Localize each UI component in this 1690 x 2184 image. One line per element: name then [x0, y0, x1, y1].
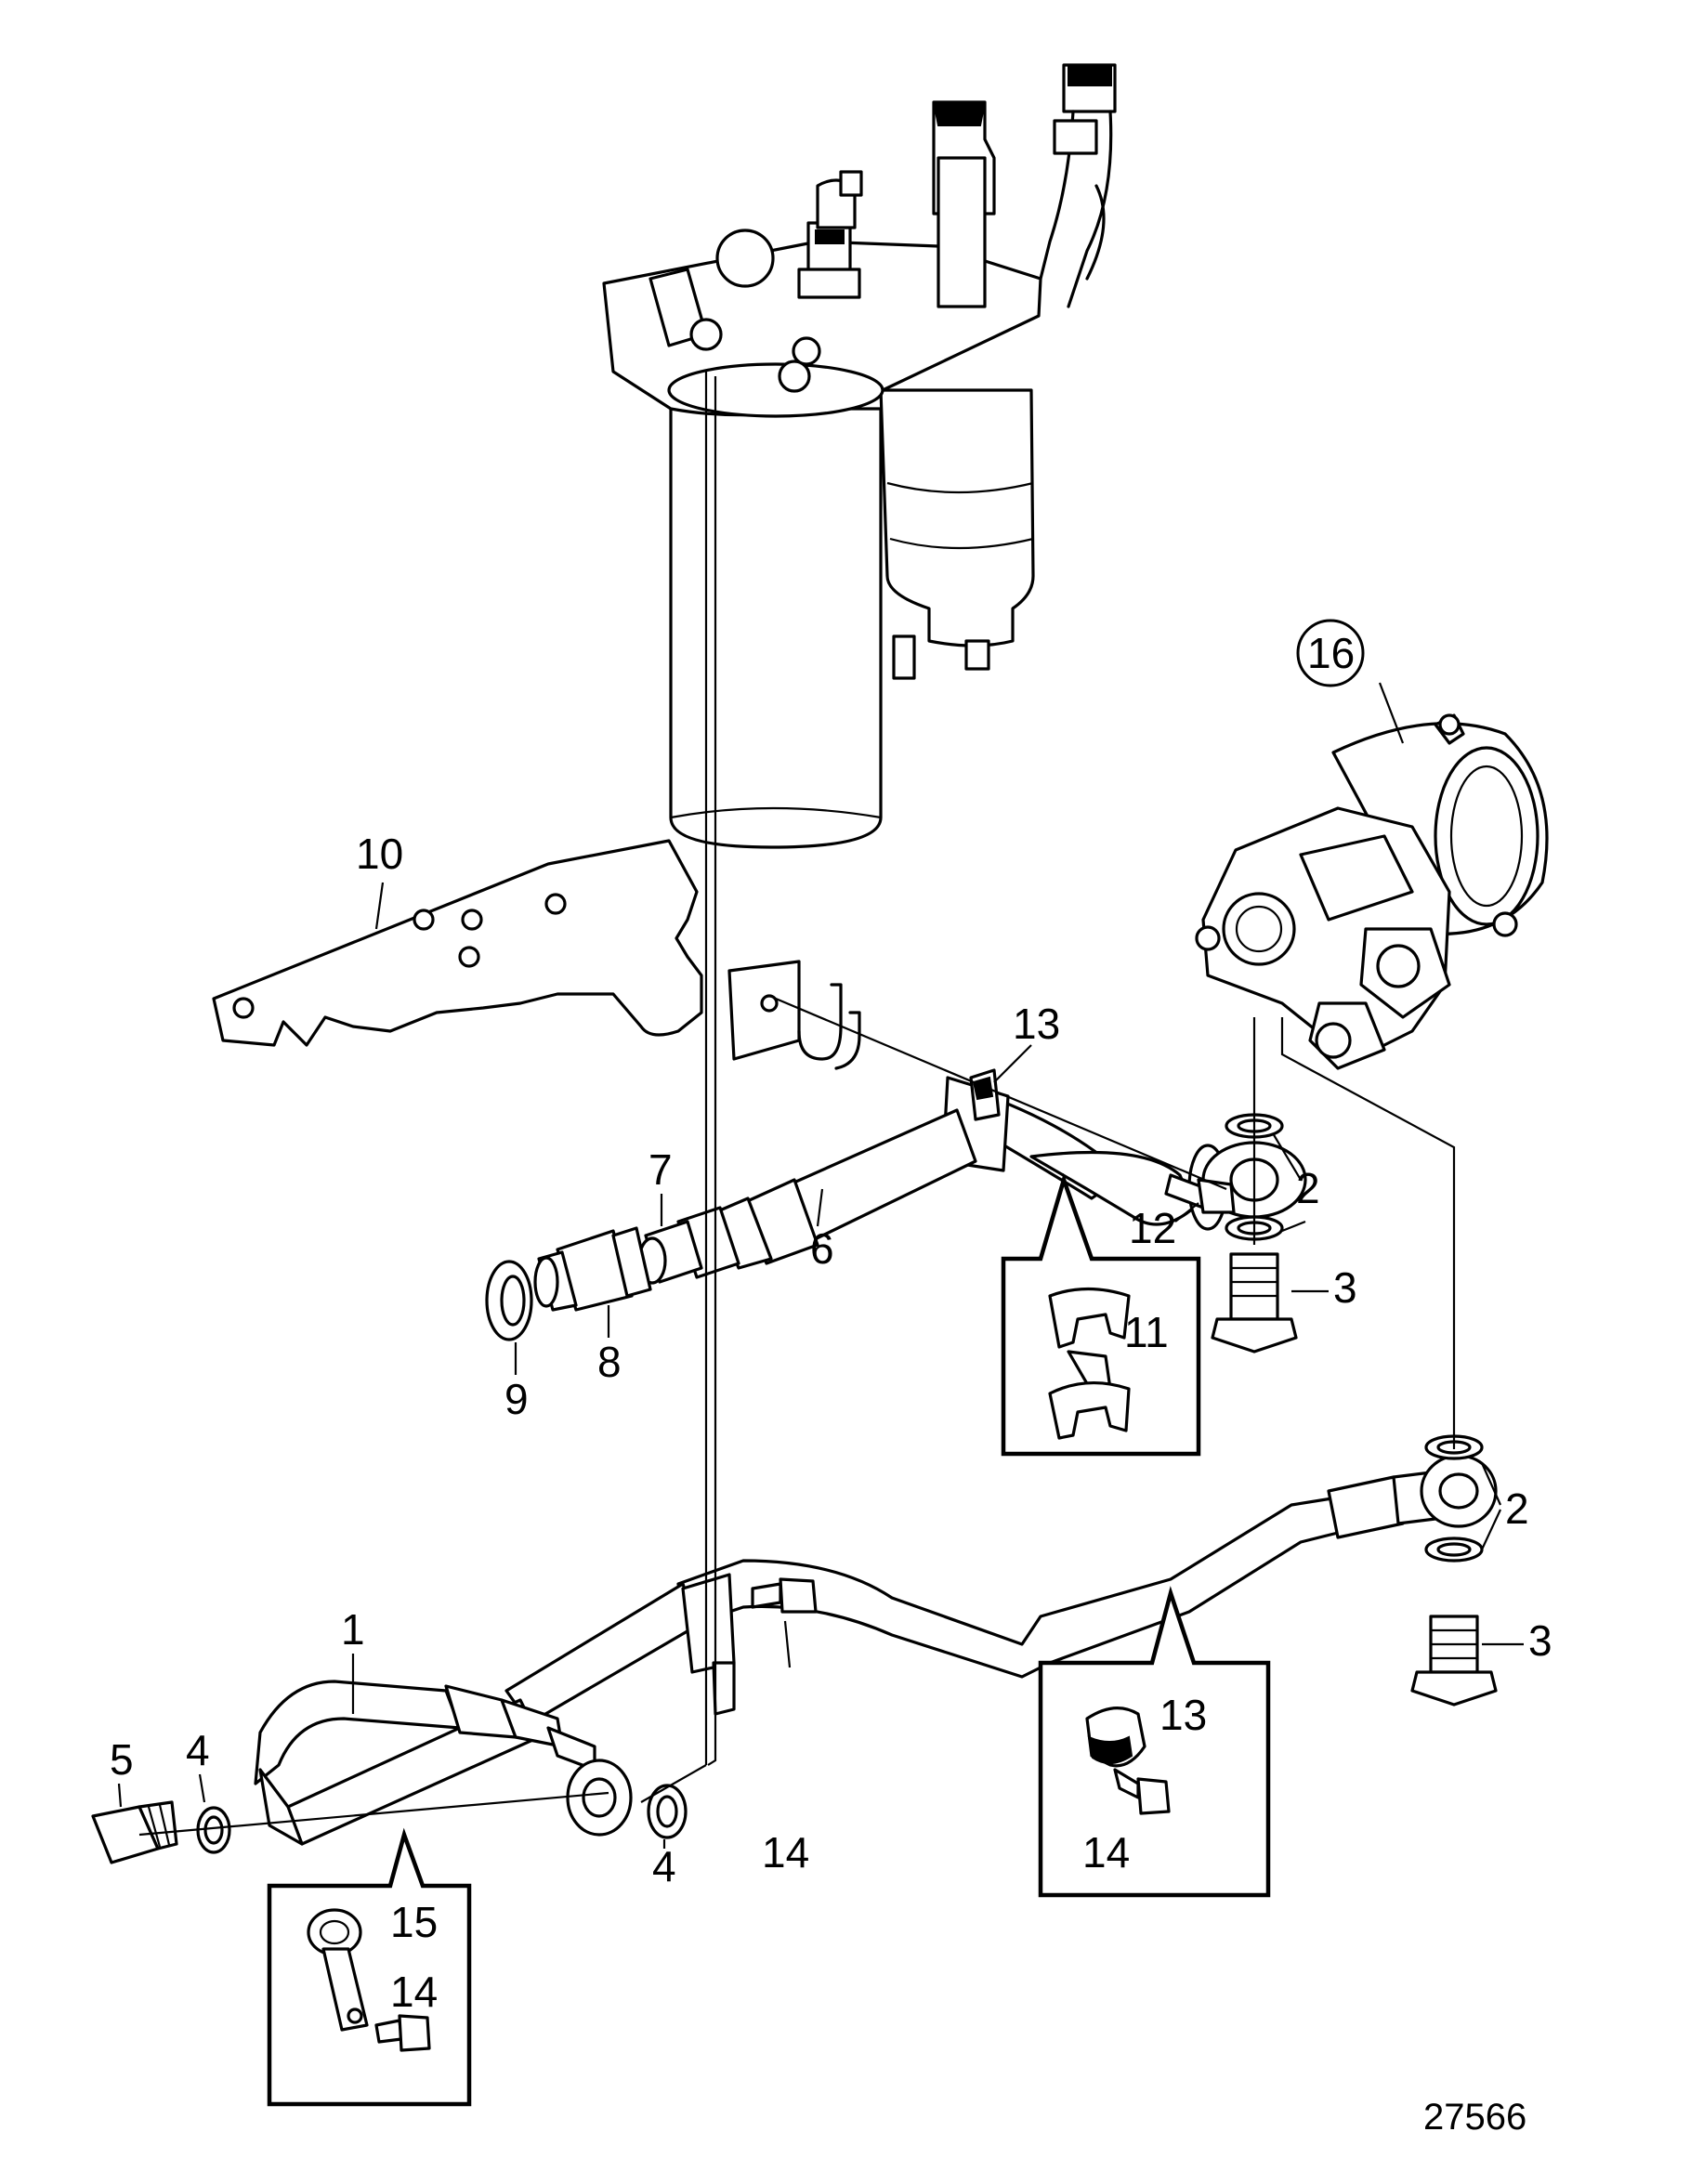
callout-8: 8 [597, 1338, 622, 1386]
callout-2-upper: 2 [1296, 1164, 1320, 1212]
detail-box-15-14 [267, 1827, 472, 2107]
leader-lines [117, 682, 1524, 1849]
callout-7: 7 [648, 1145, 673, 1194]
sealing-washer-9 [485, 1260, 533, 1341]
callout-3-lower: 3 [1528, 1616, 1552, 1665]
callout-5: 5 [110, 1735, 134, 1784]
callout-14-detail-left: 14 [390, 1968, 438, 2016]
callout-labels: 1 2 2 3 3 4 4 5 6 7 8 9 10 11 12 13 13 1… [110, 619, 1552, 2016]
callout-2-lower: 2 [1505, 1484, 1529, 1533]
detail-box-11 [1001, 1172, 1201, 1457]
callout-10: 10 [356, 830, 403, 878]
bolt-14-middle [751, 1577, 818, 1614]
callout-13-upper: 13 [1013, 1000, 1060, 1048]
lower-left-banjo-connection [91, 1784, 688, 1864]
callout-16-circle [1296, 619, 1365, 687]
detail-box-13-14 [1038, 1586, 1271, 1898]
callout-12: 12 [1129, 1204, 1176, 1252]
callout-4-right: 4 [652, 1842, 676, 1890]
union-fitting-8 [533, 1226, 652, 1312]
callout-6: 6 [810, 1224, 834, 1273]
upper-banjo-connection [1211, 1113, 1298, 1354]
assembly-lines [138, 372, 1456, 1837]
callout-16: 16 [1307, 629, 1355, 677]
callout-14-detail-right: 14 [1082, 1828, 1130, 1877]
callout-3-upper: 3 [1333, 1263, 1357, 1312]
fuel-filter-assembly [602, 63, 1117, 849]
callout-1: 1 [341, 1605, 365, 1654]
adapter-fitting-7 [637, 1220, 703, 1285]
callout-13-detail: 13 [1159, 1691, 1207, 1739]
fuel-feed-pump [1195, 713, 1549, 1070]
reference-number: 27566 [1423, 2097, 1526, 2138]
callout-4-left: 4 [186, 1726, 210, 1774]
callout-15: 15 [390, 1898, 438, 1946]
fuel-pipe-upper [676, 1068, 1307, 1279]
lower-right-banjo-connection [1410, 1434, 1498, 1707]
callout-14-middle: 14 [762, 1828, 809, 1877]
fuel-pipe-lower [254, 1454, 1498, 1846]
callout-9: 9 [504, 1375, 529, 1423]
mounting-bracket [212, 839, 861, 1070]
callout-11: 11 [1124, 1308, 1169, 1356]
